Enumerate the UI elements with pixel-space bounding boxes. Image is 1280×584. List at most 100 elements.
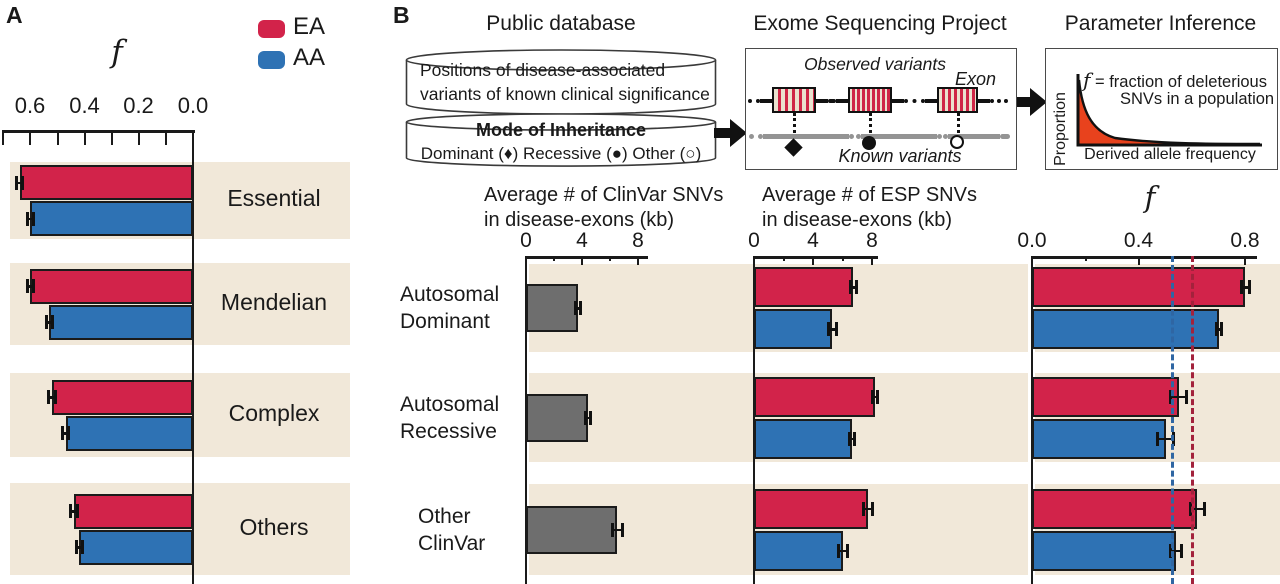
other-ring-marker	[950, 135, 964, 149]
error-bar-cap	[1219, 322, 1223, 336]
error-bar-cap	[579, 301, 582, 315]
error-bar	[27, 217, 34, 220]
exon-line-segment	[836, 99, 848, 103]
cylinder-shape	[405, 113, 717, 167]
axis-tick	[871, 256, 873, 265]
axis-tick-label: 0.0	[1017, 229, 1047, 252]
error-bar-cap	[53, 390, 57, 404]
mode-of-inheritance-title: Mode of Inheritance	[475, 120, 646, 140]
error-bar-cap	[870, 501, 874, 516]
error-bar-cap	[1156, 431, 1159, 446]
error-bar-cap	[81, 540, 84, 554]
variant-link-dots	[957, 113, 960, 133]
axis-tick-label: 0.4	[1123, 229, 1154, 252]
db-text-line1: Positions of disease-associated	[420, 60, 666, 80]
error-bar-cap	[1179, 543, 1183, 558]
category-label-line: Recessive	[400, 419, 497, 443]
bar-aa-autosomal-dominant	[1032, 309, 1219, 349]
legend-swatch-ea	[258, 20, 285, 38]
legend-label-aa: AA	[293, 44, 326, 71]
axis-tick	[29, 130, 31, 145]
error-bar	[48, 396, 55, 399]
db-text-line2: variants of known clinical significance	[420, 84, 710, 104]
bar-ea-others	[73, 493, 193, 529]
axis-tick	[812, 256, 814, 265]
error-bar-cap	[32, 211, 35, 226]
bar-aa-others	[79, 529, 193, 565]
exon-box	[772, 87, 816, 113]
error-bar-cap	[74, 540, 78, 554]
error-bar-cap	[25, 211, 29, 226]
axis-minor-tick	[782, 256, 785, 261]
esp-column-header: Average # of ESP SNVs in disease-exons (…	[762, 183, 977, 233]
esp-header-line2: in disease-exons (kb)	[762, 209, 953, 231]
error-bar	[872, 395, 878, 398]
bar-aa-essential	[30, 201, 193, 236]
error-bar-cap	[1202, 501, 1206, 516]
error-bar	[1216, 328, 1222, 331]
axis-tick	[581, 256, 583, 265]
clinvar-column-header: Average # of ClinVar SNVs in disease-exo…	[484, 183, 723, 233]
error-bar-cap	[876, 389, 879, 404]
error-bar-cap	[1185, 389, 1188, 404]
category-label-complex: Complex	[228, 399, 320, 426]
blue-dashed-line	[1170, 256, 1174, 584]
bar-ea-other-clinvar	[754, 488, 868, 529]
derived-allele-frequency-label: Derived allele frequency	[1084, 146, 1256, 163]
parameter-inference-title: Parameter Inference	[1064, 12, 1257, 35]
axis-tick-label: 0	[520, 229, 532, 252]
x-axis-line	[1031, 256, 1257, 259]
error-bar	[1170, 395, 1187, 398]
error-bar-cap	[47, 390, 50, 404]
y-axis-line	[524, 256, 527, 584]
category-label-mendelian: Mendelian	[220, 288, 328, 315]
axis-minor-tick	[165, 130, 167, 145]
bar-clinvar-autosomal-recessive	[526, 393, 588, 442]
exon-line-segment	[892, 99, 904, 103]
x-axis-line	[3, 130, 195, 133]
proportion-axis-label: Proportion	[1052, 92, 1069, 166]
legend-swatch-aa	[258, 51, 285, 69]
error-bar-cap	[25, 279, 29, 293]
axis-tick-label: 8	[632, 229, 644, 252]
error-bar-cap	[852, 431, 856, 446]
variant-link-dots	[793, 113, 796, 133]
error-bar-cap	[67, 426, 70, 440]
category-label-others: Others	[239, 513, 309, 540]
error-bar	[76, 546, 83, 549]
category-label-line: Dominant	[400, 310, 490, 333]
bar-aa-autosomal-recessive	[1032, 418, 1166, 459]
error-bar	[1241, 286, 1249, 289]
recessive-dot-marker	[862, 136, 876, 150]
bar-ea-mendelian	[30, 268, 193, 304]
axis-minor-tick	[841, 256, 844, 261]
error-bar-cap	[834, 322, 838, 336]
database-cylinder-1: Positions of disease-associated variants…	[405, 48, 717, 117]
variant-link-dots	[869, 113, 872, 133]
cylinder-shape	[405, 49, 717, 115]
axis-minor-tick	[110, 130, 113, 145]
f-column-header: f	[1144, 180, 1156, 214]
error-bar-cap	[14, 175, 18, 190]
error-bar-cap	[845, 543, 849, 558]
exon-line-dots	[990, 99, 1008, 103]
y-axis-line	[752, 256, 755, 584]
error-bar	[838, 549, 847, 552]
exon-line-segment	[816, 99, 828, 103]
panel-a-label: A	[6, 2, 23, 28]
legend-label-ea: EA	[293, 13, 326, 40]
error-bar-cap	[21, 175, 24, 190]
bar-aa-autosomal-dominant	[754, 309, 832, 349]
panel-a-axis-title: f	[111, 34, 123, 70]
bar-ea-autosomal-recessive	[1032, 376, 1179, 417]
exon-label: Exon	[955, 69, 997, 89]
exon-line-dots	[904, 99, 925, 103]
error-bar-cap	[871, 389, 874, 404]
error-bar-cap	[610, 522, 614, 537]
known-variants-label: Known variants	[838, 146, 962, 166]
error-bar	[828, 328, 836, 331]
category-label-essential: Essential	[227, 185, 321, 211]
bar-aa-other-clinvar	[1032, 530, 1176, 571]
